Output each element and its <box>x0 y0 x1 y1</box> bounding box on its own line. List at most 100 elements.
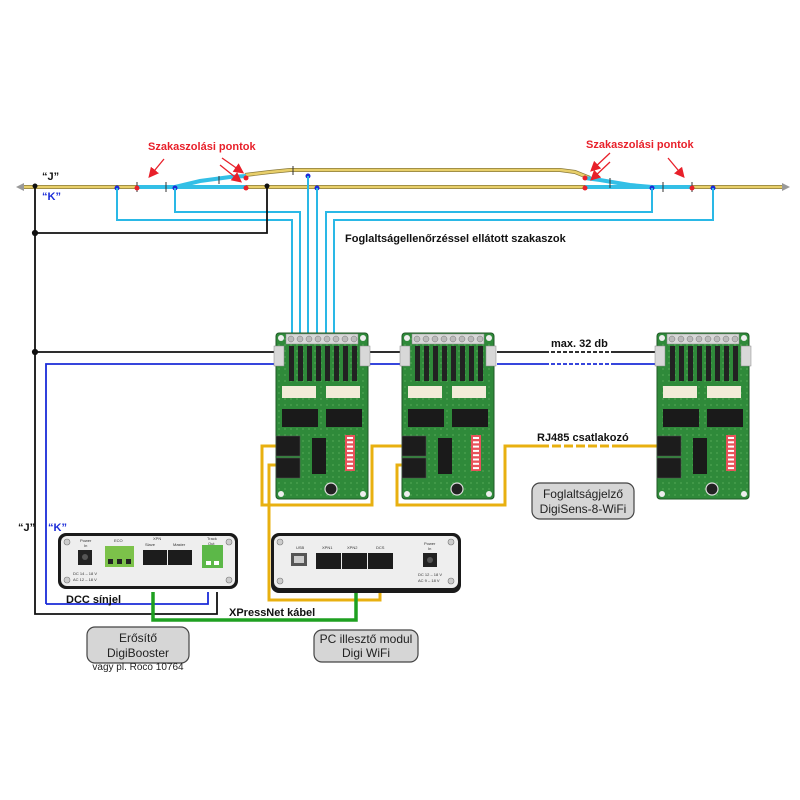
screw-icon <box>447 538 455 546</box>
sensor-module-board <box>654 332 752 500</box>
mounting-hole <box>486 335 492 341</box>
occupancy-sections-label: Foglaltságellenőrzéssel ellátott szakasz… <box>345 233 567 245</box>
sensor-callout: Foglaltságjelző DigiSens-8-WiFi <box>531 482 635 520</box>
rj485-label: RJ485 csatlakozó <box>537 432 629 444</box>
address-dip-switch[interactable] <box>471 435 481 471</box>
xpn-master-socket[interactable] <box>168 550 192 565</box>
screw-icon <box>225 576 233 584</box>
pc-module-callout-line2: Digi WiFi <box>342 646 390 660</box>
booster-panel: Power In DC 14 – 18 V AC 12 – 18 V ECO X… <box>58 533 238 589</box>
rail-j-label-bottom: “J” <box>18 522 35 534</box>
rj-socket[interactable] <box>275 435 301 457</box>
pc-module-callout: PC illesztő modul Digi WiFi <box>313 629 419 663</box>
mounting-hole <box>360 335 366 341</box>
dcs-socket[interactable] <box>368 553 393 569</box>
section-point <box>689 185 695 191</box>
mounting-hole <box>404 335 410 341</box>
xpn2-port-label: XPN2 <box>347 545 358 550</box>
address-dip-switch[interactable] <box>726 435 736 471</box>
track-out-label: Track <box>207 536 217 541</box>
bus-continuation-dashes <box>545 351 615 365</box>
section-point <box>243 185 249 191</box>
section-points-annotation-left: Szakaszolási pontok <box>148 141 256 183</box>
screw-icon <box>63 576 71 584</box>
sensor-module-board <box>399 332 497 500</box>
dcc-signal-label: DCC sínjel <box>66 594 121 606</box>
track-out-terminal[interactable] <box>202 545 223 568</box>
xpn2-socket[interactable] <box>342 553 367 569</box>
booster-callout-note: vagy pl. Roco 10764 <box>92 662 184 673</box>
dcc-terminal-right[interactable] <box>485 345 497 367</box>
max-count-label: max. 32 db <box>551 338 608 350</box>
rj-socket[interactable] <box>656 457 682 479</box>
screw-icon <box>276 538 284 546</box>
rail-k-label: “K” <box>42 191 61 203</box>
xpn-port-label: XPN <box>153 536 161 541</box>
track-out-sublabel: Out <box>208 541 215 546</box>
mounting-hole <box>741 491 747 497</box>
dc-spec-label: DC 14 – 18 V <box>73 571 97 576</box>
screw-icon <box>276 577 284 585</box>
pc-power-sublabel: In <box>428 546 431 551</box>
sensor-module-board <box>273 332 371 500</box>
usb-port-label: USB <box>296 545 305 550</box>
section-points-label: Szakaszolási pontok <box>586 139 694 151</box>
pc-dc-spec-label: DC 12 – 18 V <box>418 572 442 577</box>
rj-socket[interactable] <box>401 457 427 479</box>
ac-spec-label: AC 12 – 18 V <box>73 577 97 582</box>
section-points-annotation-right: Szakaszolási pontok <box>586 139 694 181</box>
section-points <box>134 175 695 191</box>
rail-k-label-bottom: “K” <box>48 522 67 534</box>
xpressnet-cable <box>151 575 358 622</box>
section-point <box>243 175 249 181</box>
rail-j-wire <box>31 187 657 615</box>
rail-k-feeder-point <box>264 183 270 189</box>
dcs-port-label: DCS <box>376 545 385 550</box>
mounting-hole <box>659 335 665 341</box>
xpressnet-cable-label: XPressNet kábel <box>229 607 315 619</box>
eco-port-label: ECO <box>114 538 123 543</box>
dcc-terminal-left[interactable] <box>654 345 666 367</box>
booster-callout-line1: Erősítő <box>119 631 157 645</box>
input-terminal-block[interactable] <box>666 333 740 345</box>
mounting-hole <box>486 491 492 497</box>
xpn-master-label: Master <box>173 542 186 547</box>
dcc-terminal-right[interactable] <box>740 345 752 367</box>
address-dip-switch[interactable] <box>345 435 355 471</box>
mounting-hole <box>404 491 410 497</box>
rail-k-wire <box>45 363 657 605</box>
sensor-callout-line2: DigiSens-8-WiFi <box>540 502 627 516</box>
screw-icon <box>447 577 455 585</box>
xpn-slave-socket[interactable] <box>143 550 167 565</box>
mounting-hole <box>741 335 747 341</box>
dcc-terminal-left[interactable] <box>273 345 285 367</box>
dcc-terminal-right[interactable] <box>359 345 371 367</box>
input-terminal-block[interactable] <box>285 333 359 345</box>
screw-icon <box>63 538 71 546</box>
section-point <box>582 175 588 181</box>
rj-socket[interactable] <box>401 435 427 457</box>
rj-socket[interactable] <box>656 435 682 457</box>
xpn1-socket[interactable] <box>316 553 341 569</box>
xpn1-port-label: XPN1 <box>322 545 333 550</box>
pc-module-panel: USB XPN1 XPN2 DCS Power In DC 12 – 18 V … <box>271 533 461 593</box>
rj-socket[interactable] <box>275 457 301 479</box>
pc-module-callout-line1: PC illesztő modul <box>320 632 413 646</box>
track-layout <box>16 166 790 192</box>
dcc-terminal-left[interactable] <box>399 345 411 367</box>
section-points-label: Szakaszolási pontok <box>148 141 256 153</box>
section-point <box>582 185 588 191</box>
screw-icon <box>225 538 233 546</box>
pc-ac-spec-label: AC 9 – 18 V <box>418 578 440 583</box>
pc-power-label: Power <box>424 541 436 546</box>
sensor-callout-line1: Foglaltságjelző <box>543 487 623 501</box>
mounting-hole <box>360 491 366 497</box>
rail-j-label: “J” <box>42 171 59 183</box>
occupancy-feeder-wires <box>116 176 714 335</box>
track-end-arrow-left <box>16 183 24 191</box>
power-port-label: Power <box>80 538 92 543</box>
power-port-sublabel: In <box>84 543 87 548</box>
rail-j-feeder-point <box>32 183 38 189</box>
input-terminal-block[interactable] <box>411 333 485 345</box>
